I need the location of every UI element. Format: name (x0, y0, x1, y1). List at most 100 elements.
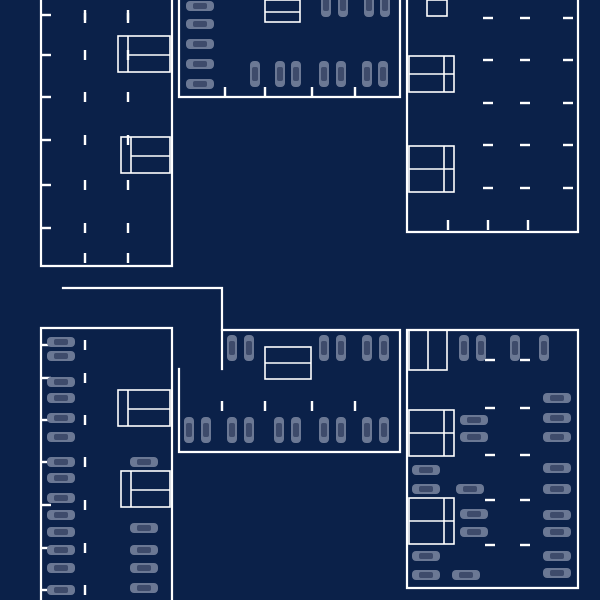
column-icon (41, 460, 51, 464)
car-icon (336, 417, 346, 443)
car-icon (412, 484, 440, 494)
column-icon (520, 498, 530, 502)
car-icon (227, 335, 237, 361)
column-icon (83, 543, 87, 553)
column-icon (563, 143, 573, 147)
column-icon (486, 220, 490, 230)
column-icon (41, 418, 51, 422)
car-icon (362, 61, 372, 87)
stair-core-icon (426, 0, 448, 17)
car-icon (476, 335, 486, 361)
column-icon (83, 180, 87, 190)
car-icon (186, 39, 214, 49)
ramp-line (61, 286, 224, 332)
column-icon (483, 186, 493, 190)
stair-core-icon (264, 346, 312, 380)
car-icon (543, 510, 571, 520)
car-icon (186, 79, 214, 89)
car-icon (460, 432, 488, 442)
column-icon (126, 50, 130, 60)
stair-core-icon (117, 389, 171, 427)
lower-level (39, 326, 580, 600)
lower-left-tower (39, 326, 174, 600)
car-icon (130, 545, 158, 555)
column-icon (520, 358, 530, 362)
car-icon (47, 563, 75, 573)
column-icon (83, 500, 87, 510)
car-icon (291, 61, 301, 87)
column-icon (563, 101, 573, 105)
column-icon (485, 453, 495, 457)
column-icon (83, 13, 87, 23)
column-icon (563, 16, 573, 20)
car-icon (201, 417, 211, 443)
lower-right-tower (405, 328, 580, 590)
column-icon (41, 138, 51, 142)
column-icon (485, 543, 495, 547)
column-icon (41, 588, 51, 592)
car-icon (379, 417, 389, 443)
column-icon (41, 53, 51, 57)
car-icon (186, 19, 214, 29)
car-icon (274, 417, 284, 443)
car-icon (379, 335, 389, 361)
car-icon (319, 61, 329, 87)
car-icon (47, 337, 75, 347)
column-layer (41, 10, 573, 595)
car-icon (47, 351, 75, 361)
car-icon (130, 523, 158, 533)
car-icon (244, 417, 254, 443)
column-icon (520, 543, 530, 547)
car-icon (130, 457, 158, 467)
column-icon (263, 87, 267, 97)
column-icon (126, 13, 130, 23)
car-icon (319, 335, 329, 361)
car-icon (460, 527, 488, 537)
car-icon (47, 377, 75, 387)
car-icon (244, 335, 254, 361)
car-icon (543, 463, 571, 473)
column-icon (83, 223, 87, 233)
car-icon (184, 417, 194, 443)
column-icon (83, 92, 87, 102)
stair-core-icon (264, 0, 301, 23)
car-icon (186, 59, 214, 69)
car-icon (543, 568, 571, 578)
car-icon (130, 563, 158, 573)
column-icon (263, 401, 267, 411)
car-icon (319, 417, 329, 443)
column-icon (520, 406, 530, 410)
column-icon (83, 415, 87, 425)
car-icon (543, 551, 571, 561)
column-icon (41, 343, 51, 347)
car-icon (47, 457, 75, 467)
column-icon (83, 373, 87, 383)
column-icon (41, 503, 51, 507)
stair-core-icon (120, 136, 171, 174)
column-icon (126, 92, 130, 102)
car-icon (459, 335, 469, 361)
car-icon (543, 432, 571, 442)
stair-core-icon (408, 409, 455, 457)
column-icon (563, 58, 573, 62)
column-icon (41, 546, 51, 550)
column-icon (520, 58, 530, 62)
column-icon (126, 223, 130, 233)
car-layer (47, 0, 571, 595)
car-icon (460, 415, 488, 425)
car-icon (47, 393, 75, 403)
car-icon (412, 465, 440, 475)
stair-core-icon (408, 145, 455, 193)
car-icon (336, 61, 346, 87)
car-icon (47, 432, 75, 442)
column-icon (483, 16, 493, 20)
column-icon (126, 135, 130, 145)
column-icon (483, 143, 493, 147)
column-icon (485, 498, 495, 502)
column-icon (520, 143, 530, 147)
column-icon (526, 220, 530, 230)
column-icon (83, 253, 87, 263)
car-icon (321, 0, 331, 17)
